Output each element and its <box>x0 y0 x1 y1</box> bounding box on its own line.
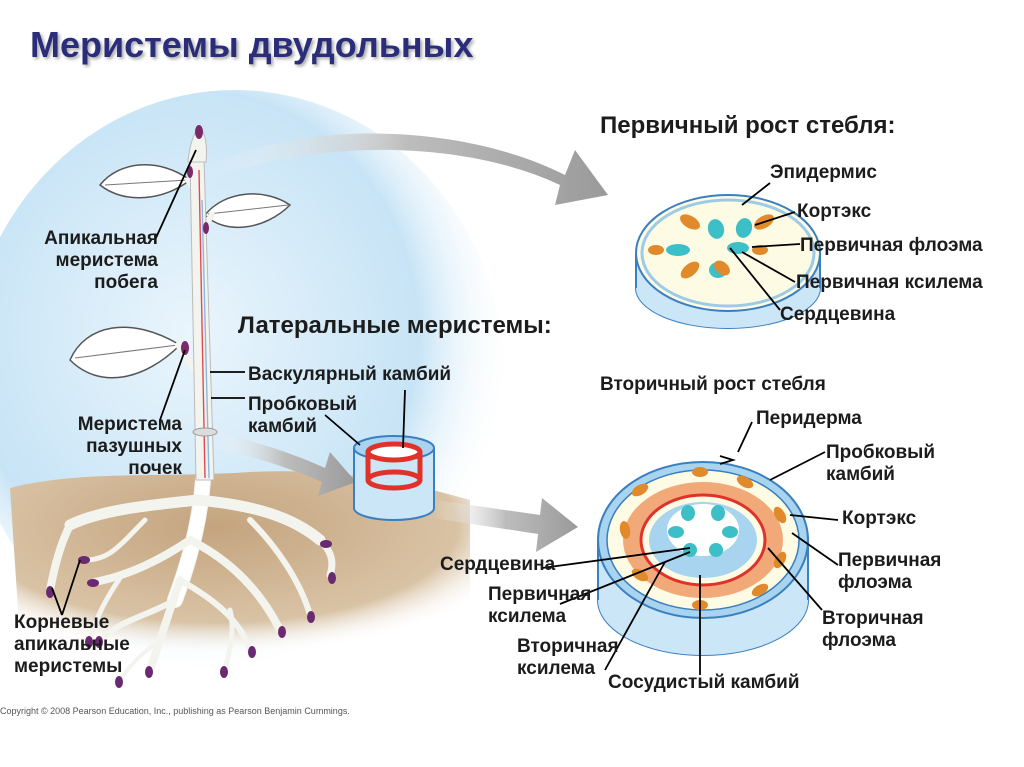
copyright-notice: Copyright © 2008 Pearson Education, Inc.… <box>0 706 350 716</box>
label-cortex-primary: Кортэкс <box>797 201 872 222</box>
label-primary-xylem-secondary: Первичная ксилема <box>488 584 592 627</box>
shoot-apex-tip <box>195 125 203 139</box>
label-cortex-secondary: Кортэкс <box>842 508 917 529</box>
leaves <box>69 164 292 379</box>
label-primary-phloem: Первичная флоэма <box>800 235 983 256</box>
axillary-bud-low <box>181 341 189 355</box>
label-cork-cambium-secondary: Пробковый камбий <box>826 442 936 485</box>
label-cork-cambium: Пробковый камбий <box>248 394 358 437</box>
lateral-pointers <box>324 389 406 449</box>
label-periderm: Перидерма <box>756 408 862 429</box>
axillary-bud-mid <box>203 222 209 234</box>
secondary-pointers <box>541 421 839 675</box>
primary-bundles <box>648 214 774 279</box>
label-epidermis: Эпидермис <box>770 162 877 183</box>
soil <box>10 471 470 655</box>
label-primary-xylem: Первичная ксилема <box>796 272 983 293</box>
axillary-bud-top <box>187 166 193 178</box>
label-secondary-xylem: Вторичная ксилема <box>517 636 619 679</box>
secondary-bundles <box>619 467 787 610</box>
secondary-growth-heading: Вторичный рост стебля <box>600 374 826 395</box>
label-pith-primary: Сердцевина <box>780 304 896 325</box>
label-pith-secondary: Сердцевина <box>440 554 556 575</box>
leaf-veins <box>74 179 289 359</box>
primary-growth-heading: Первичный рост стебля: <box>600 112 896 139</box>
lateral-meristems-heading: Латеральные меристемы: <box>238 312 552 339</box>
stem-section-ring <box>192 427 218 437</box>
arrow-to-secondary <box>433 498 578 552</box>
label-secondary-phloem: Вторичная флоэма <box>822 608 924 651</box>
stem-vascular-line <box>198 169 206 479</box>
label-apical-shoot-meristem: Апикальная меристема побега <box>44 228 158 293</box>
label-root-apical-meristems: Корневые апикальные меристемы <box>14 612 130 677</box>
lateral-cylinder <box>353 435 435 521</box>
label-vascular-cambium-secondary: Сосудистый камбий <box>608 672 800 693</box>
plant-pointers <box>51 149 245 616</box>
label-primary-phloem-secondary: Первичная флоэма <box>838 550 942 593</box>
label-vascular-cambium: Васкулярный камбий <box>248 364 452 385</box>
label-axillary-meristem: Меристема пазушных почек <box>77 414 182 479</box>
arrow-to-primary <box>205 133 608 205</box>
primary-pointers <box>729 182 801 311</box>
arrow-to-lateral <box>213 432 356 496</box>
page-title: Меристемы двудольных <box>30 24 474 65</box>
